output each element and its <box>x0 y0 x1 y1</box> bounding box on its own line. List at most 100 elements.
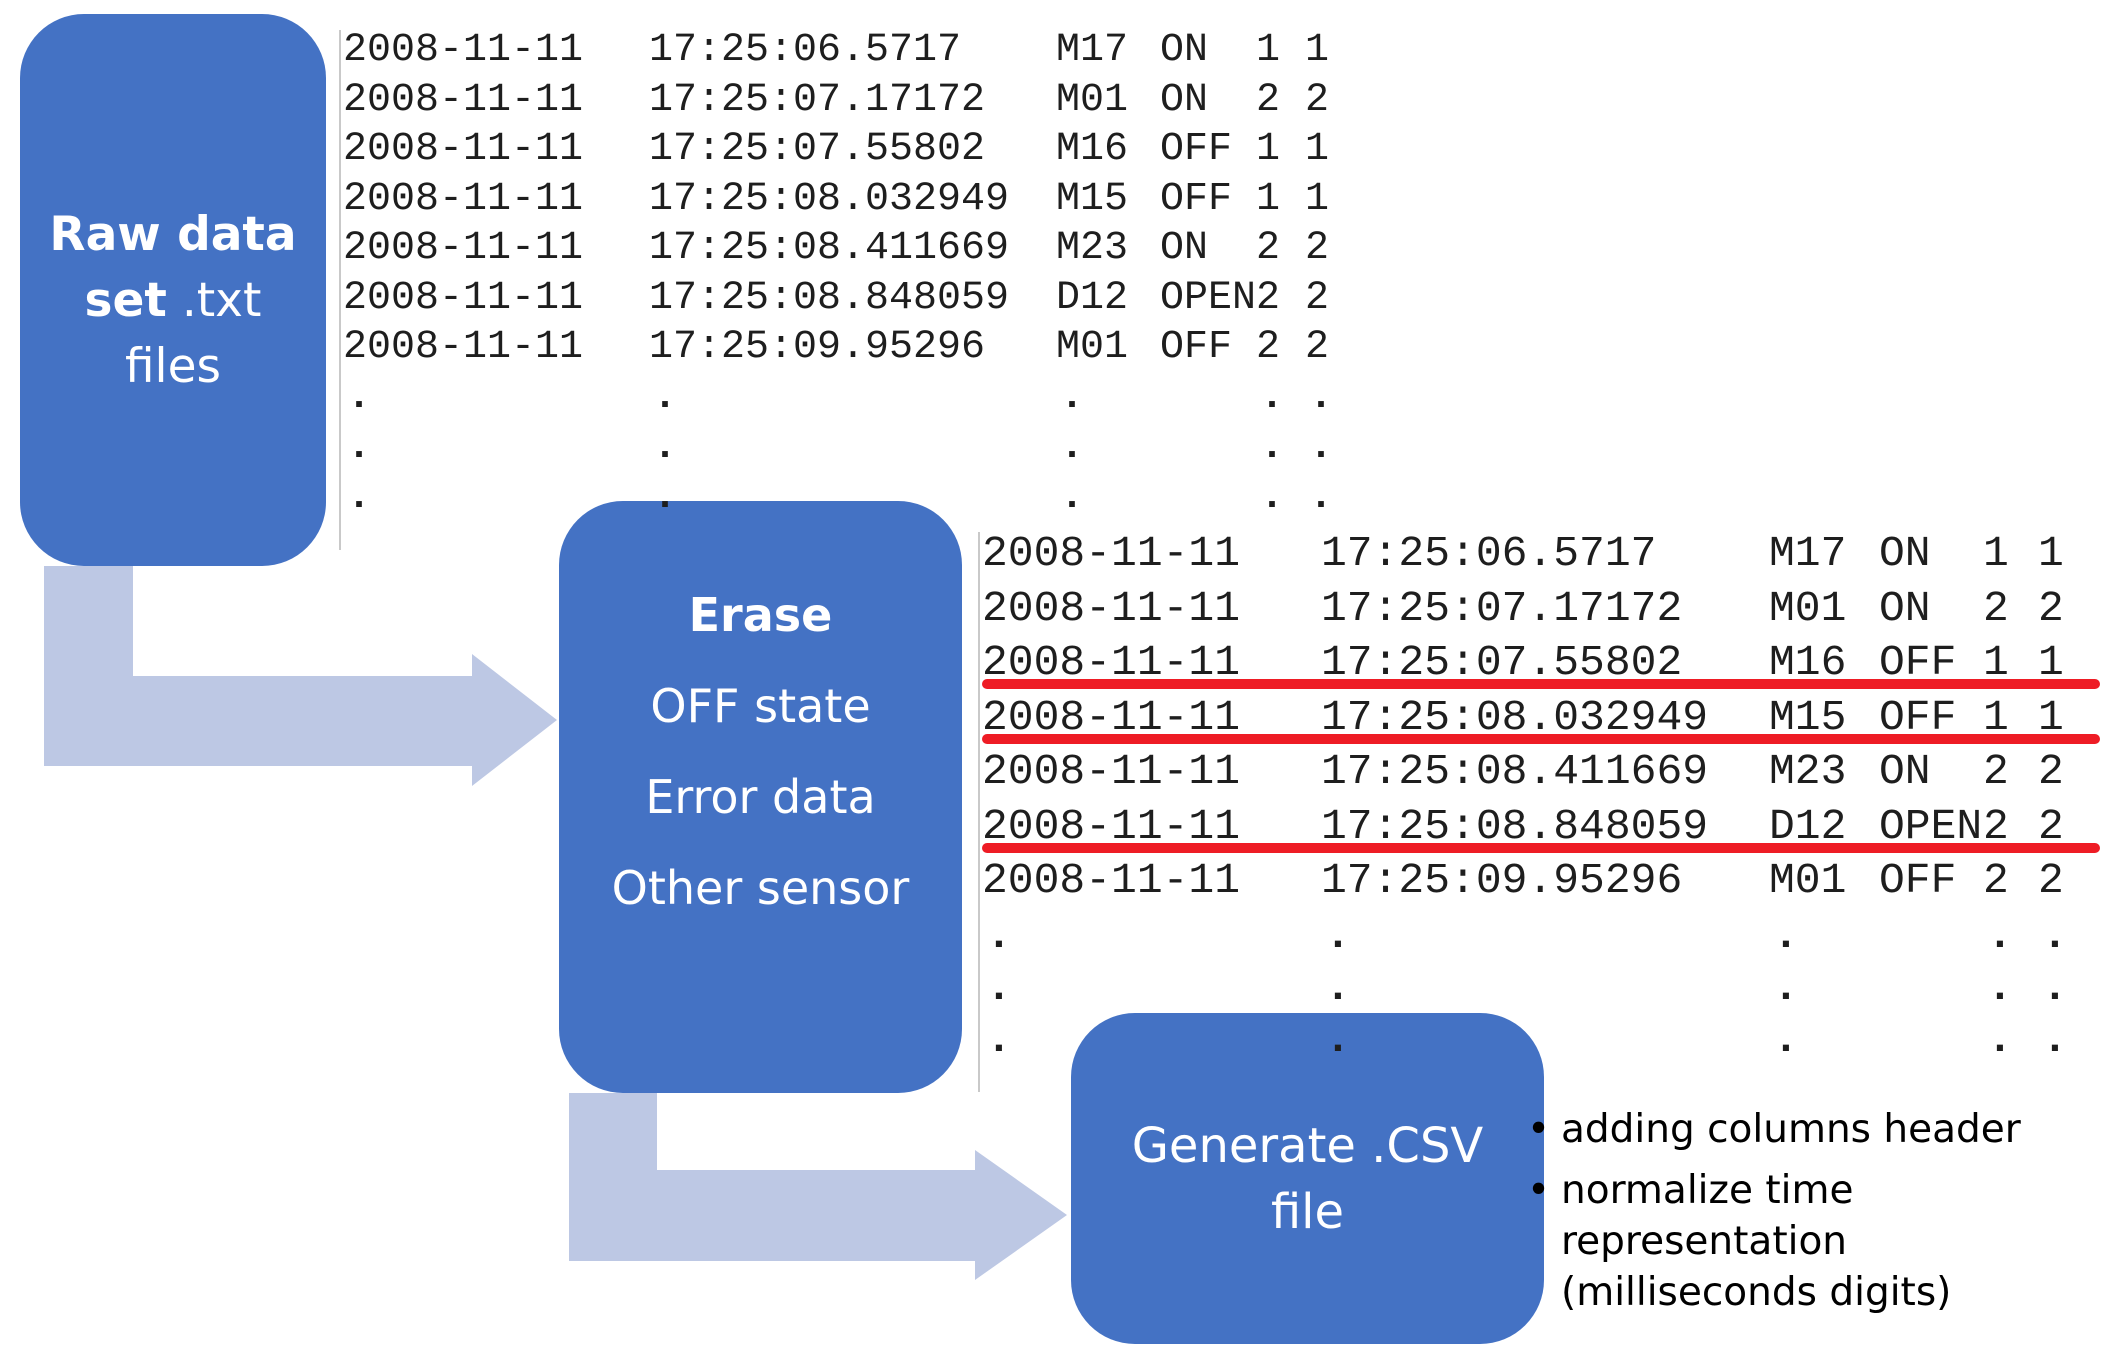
log-time: 17:25:07.55802 <box>649 127 986 172</box>
ellipsis-dot: . <box>1260 424 1285 470</box>
log-state: ON <box>1160 226 1209 271</box>
log-value1: 1 <box>1256 28 1281 73</box>
raw-data-box: Raw data set .txt files <box>20 14 326 566</box>
log-sensor: M23 <box>1769 747 1847 796</box>
ellipsis-dot: . <box>2042 910 2068 960</box>
log-state: ON <box>1160 77 1209 123</box>
ellipsis-dot: . <box>1987 910 2013 960</box>
ellipsis-dot: . <box>1060 474 1085 520</box>
ellipsis-dot: . <box>1325 962 1351 1012</box>
ellipsis-dot: . <box>1987 1014 2013 1064</box>
log-date: 2008-11-11 <box>343 127 584 172</box>
log-date: 2008-11-11 <box>982 638 1241 687</box>
raw-box-line2: set .txt <box>85 268 262 334</box>
log-sensor: M01 <box>1056 325 1129 370</box>
erase-item-off-state: OFF state <box>650 679 871 733</box>
log-sensor: M15 <box>1769 692 1847 742</box>
ellipsis-dot: . <box>1309 374 1334 420</box>
log-date: 2008-11-11 <box>982 801 1241 851</box>
ellipsis-dot: . <box>2042 1014 2068 1064</box>
log-value2: 2 <box>1305 275 1330 321</box>
csv-box-line1: Generate .CSV <box>1131 1117 1484 1174</box>
log-value1: 1 <box>1256 176 1281 222</box>
log-state: ON <box>1160 28 1209 73</box>
log-time: 17:25:07.17172 <box>1321 583 1683 633</box>
bullet-dot: • <box>1527 1168 1551 1213</box>
log-value1: 2 <box>1256 325 1281 370</box>
log-sensor: M23 <box>1056 226 1129 271</box>
ellipsis-dot: . <box>653 374 678 420</box>
log-value2: 2 <box>2038 583 2064 633</box>
log-time: 17:25:06.5717 <box>1321 529 1657 578</box>
raw-box-line1: Raw data <box>49 207 297 262</box>
log-value2: 2 <box>1305 325 1330 370</box>
log-state: OFF <box>1160 325 1233 370</box>
csv-note-item: • adding columns header <box>1527 1104 2087 1155</box>
raw-log-divider <box>339 30 341 550</box>
ellipsis-dot: . <box>1060 424 1085 470</box>
log-date: 2008-11-11 <box>343 226 584 271</box>
log-date: 2008-11-11 <box>982 583 1241 633</box>
log-value1: 2 <box>1256 275 1281 321</box>
arrow-raw-to-erase <box>44 566 557 786</box>
log-value1: 1 <box>1983 692 2009 742</box>
log-time: 17:25:06.5717 <box>649 28 962 73</box>
log-value2: 1 <box>2038 692 2064 742</box>
log-sensor: M16 <box>1056 127 1129 172</box>
log-sensor: M15 <box>1056 176 1129 222</box>
log-value1: 2 <box>1983 801 2009 851</box>
csv-note-item: • normalize time representation (millise… <box>1527 1165 2087 1318</box>
csv-note-text: normalize time representation (milliseco… <box>1561 1168 1952 1315</box>
log-date: 2008-11-11 <box>343 77 584 123</box>
log-date: 2008-11-11 <box>982 747 1241 796</box>
erase-item-other-sensor: Other sensor <box>611 861 910 915</box>
log-value1: 2 <box>1256 226 1281 271</box>
log-date: 2008-11-11 <box>343 176 584 222</box>
log-value2: 2 <box>1305 77 1330 123</box>
log-value2: 1 <box>1305 176 1330 222</box>
log-time: 17:25:09.95296 <box>1321 856 1683 905</box>
log-state: OFF <box>1879 692 1957 742</box>
log-state: OFF <box>1879 638 1957 687</box>
log-value1: 2 <box>1983 856 2009 905</box>
log-value2: 2 <box>1305 226 1330 271</box>
log-sensor: M01 <box>1056 77 1129 123</box>
log-value2: 1 <box>1305 28 1330 73</box>
log-sensor: M17 <box>1769 529 1847 578</box>
clean-log-divider <box>978 532 980 1092</box>
log-state: ON <box>1879 529 1931 578</box>
ellipsis-dot: . <box>1773 962 1799 1012</box>
strike-through-line <box>982 679 2100 689</box>
log-state: ON <box>1879 583 1931 633</box>
ellipsis-dot: . <box>1325 1014 1351 1064</box>
erase-box: Erase OFF state Error data Other sensor <box>559 501 962 1093</box>
log-time: 17:25:08.411669 <box>1321 747 1709 796</box>
ellipsis-dot: . <box>1325 910 1351 960</box>
log-time: 17:25:08.032949 <box>1321 692 1709 742</box>
erase-box-title: Erase <box>688 588 833 642</box>
generate-csv-box: Generate .CSV file <box>1071 1013 1544 1344</box>
ellipsis-dot: . <box>986 1014 1012 1064</box>
log-time: 17:25:08.032949 <box>649 176 1010 222</box>
ellipsis-dot: . <box>347 474 372 520</box>
ellipsis-dot: . <box>1309 424 1334 470</box>
strike-through-line <box>982 733 2100 744</box>
ellipsis-dot: . <box>2042 962 2068 1012</box>
ellipsis-dot: . <box>347 374 372 420</box>
ellipsis-dot: . <box>653 424 678 470</box>
log-state: OPEN <box>1879 801 1983 851</box>
csv-notes: • adding columns header • normalize time… <box>1527 1104 2087 1318</box>
log-time: 17:25:09.95296 <box>649 325 986 370</box>
csv-note-text: adding columns header <box>1561 1107 2021 1152</box>
log-value2: 1 <box>1305 127 1330 172</box>
log-date: 2008-11-11 <box>343 275 584 321</box>
log-value1: 1 <box>1983 638 2009 687</box>
log-date: 2008-11-11 <box>343 28 584 73</box>
ellipsis-dot: . <box>1260 474 1285 520</box>
log-value2: 2 <box>2038 801 2064 851</box>
log-time: 17:25:08.848059 <box>649 275 1010 321</box>
ellipsis-dot: . <box>986 962 1012 1012</box>
bullet-dot: • <box>1527 1107 1551 1152</box>
log-date: 2008-11-11 <box>982 856 1241 905</box>
log-value2: 1 <box>2038 529 2064 578</box>
